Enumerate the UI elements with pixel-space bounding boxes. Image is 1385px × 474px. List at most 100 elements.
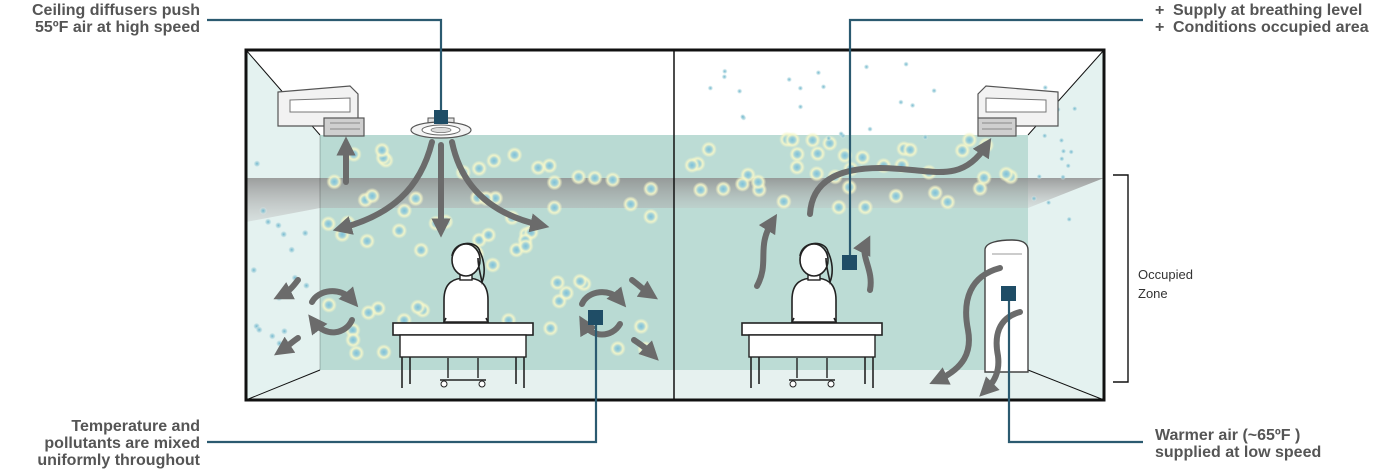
pollutant-particle bbox=[1061, 148, 1067, 154]
callout-line: uniformly throughout bbox=[0, 452, 200, 469]
pollutant-particle bbox=[910, 102, 916, 108]
pollutant-particle bbox=[610, 341, 626, 357]
pollutant-particle bbox=[268, 332, 276, 340]
pollutant-particle bbox=[391, 223, 407, 239]
pollutant-particle bbox=[1042, 85, 1048, 91]
pollutant-particle bbox=[643, 209, 659, 225]
pollutant-particle bbox=[1059, 156, 1065, 162]
pollutant-particle bbox=[750, 174, 766, 190]
pollutant-particle bbox=[684, 157, 700, 173]
pollutant-particle bbox=[998, 166, 1014, 182]
callout-line: 55ºF air at high speed bbox=[0, 19, 200, 36]
pollutant-particle bbox=[274, 221, 282, 229]
pollutant-particle bbox=[867, 126, 873, 132]
pollutant-particle bbox=[838, 131, 844, 137]
pollutant-particle bbox=[485, 257, 501, 273]
benefit-item: +Supply at breathing level bbox=[1155, 2, 1383, 19]
pollutant-particle bbox=[1066, 216, 1072, 222]
pollutant-particle bbox=[361, 305, 377, 321]
callout-supply-benefits: +Supply at breathing level +Conditions o… bbox=[1155, 2, 1383, 36]
pollutant-particle bbox=[605, 172, 621, 188]
pollutant-particle bbox=[359, 233, 375, 249]
pollutant-particle bbox=[721, 74, 727, 80]
pollutant-particle bbox=[1065, 163, 1071, 169]
pollutant-particle bbox=[280, 230, 288, 238]
callout-line: Temperature and bbox=[0, 418, 200, 435]
pollutant-particle bbox=[321, 297, 337, 313]
pollutant-particle bbox=[326, 174, 342, 190]
pollutant-particle bbox=[740, 114, 746, 120]
pollutant-particle bbox=[857, 199, 873, 215]
pollutant-particle bbox=[507, 147, 523, 163]
pollutant-particle bbox=[250, 266, 258, 274]
pollutant-particle bbox=[821, 84, 827, 90]
pollutant-particle bbox=[809, 166, 825, 182]
callout-line: pollutants are mixed bbox=[0, 435, 200, 452]
pollutant-particle bbox=[280, 327, 288, 335]
pollutant-particle bbox=[961, 132, 977, 148]
pollutant-particle bbox=[1060, 174, 1066, 180]
pollutant-particle bbox=[486, 153, 502, 169]
pollutant-particle bbox=[633, 318, 649, 334]
pollutant-particle bbox=[715, 181, 731, 197]
callout-mixed: Temperature and pollutants are mixed uni… bbox=[0, 418, 200, 469]
callout-line: supplied at low speed bbox=[1155, 444, 1383, 461]
zone-label-line: Occupied bbox=[1138, 265, 1193, 284]
pollutant-particle bbox=[481, 227, 497, 243]
occupied-zone-label: Occupied Zone bbox=[1138, 265, 1193, 303]
occupied-zone-bracket bbox=[1113, 175, 1128, 382]
pollutant-particle bbox=[931, 88, 937, 94]
marker-square bbox=[588, 310, 603, 325]
pollutant-particle bbox=[898, 99, 904, 105]
benefit-item: +Conditions occupied area bbox=[1155, 19, 1383, 36]
pollutant-particle bbox=[805, 132, 821, 148]
pollutant-particle bbox=[571, 169, 587, 185]
pollutant-particle bbox=[255, 326, 263, 334]
benefit-text: Conditions occupied area bbox=[1173, 19, 1369, 36]
pollutant-particle bbox=[572, 273, 588, 289]
pollutant-particle bbox=[902, 142, 918, 158]
marker-square bbox=[842, 255, 857, 270]
pollutant-particle bbox=[927, 185, 943, 201]
pollutant-particle bbox=[693, 182, 709, 198]
pollutant-particle bbox=[546, 200, 562, 216]
pollutant-particle bbox=[789, 146, 805, 162]
pollutant-particle bbox=[1068, 149, 1074, 155]
marker-square bbox=[434, 110, 448, 124]
pollutant-particle bbox=[737, 88, 743, 94]
pollutant-particle bbox=[855, 150, 871, 166]
pollutant-particle bbox=[364, 188, 380, 204]
pollutant-particle bbox=[707, 85, 713, 91]
pollutant-particle bbox=[518, 238, 534, 254]
pollutant-particle bbox=[776, 194, 792, 210]
pollutant-particle bbox=[1046, 200, 1052, 206]
pollutant-particle bbox=[413, 242, 429, 258]
pollutant-particle bbox=[288, 246, 296, 254]
pollutant-particle bbox=[376, 344, 392, 360]
pollutant-particle bbox=[623, 196, 639, 212]
plus-icon: + bbox=[1155, 19, 1173, 36]
pollutant-particle bbox=[976, 170, 992, 186]
pollutant-particle bbox=[1036, 174, 1042, 180]
pollutant-particle bbox=[1059, 137, 1065, 143]
plus-icon: + bbox=[1155, 2, 1173, 19]
pollutant-particle bbox=[259, 207, 267, 215]
marker-square bbox=[1001, 286, 1016, 301]
pollutant-particle bbox=[1042, 133, 1048, 139]
pollutant-particle bbox=[471, 161, 487, 177]
pollutant-particle bbox=[888, 188, 904, 204]
pollutant-particle bbox=[374, 142, 390, 158]
zone-label-line: Zone bbox=[1138, 284, 1193, 303]
pollutant-particle bbox=[1031, 196, 1037, 202]
pollutant-particle bbox=[543, 320, 559, 336]
callout-ceiling-diffusers: Ceiling diffusers push 55ºF air at high … bbox=[0, 2, 200, 36]
pollutant-particle bbox=[735, 176, 751, 192]
pollutant-particle bbox=[643, 181, 659, 197]
pollutant-particle bbox=[410, 299, 426, 315]
pollutant-particle bbox=[1072, 106, 1078, 112]
pollutant-particle bbox=[264, 218, 272, 226]
pollutant-particle bbox=[587, 170, 603, 186]
benefit-text: Supply at breathing level bbox=[1173, 2, 1362, 19]
pollutant-particle bbox=[831, 199, 847, 215]
